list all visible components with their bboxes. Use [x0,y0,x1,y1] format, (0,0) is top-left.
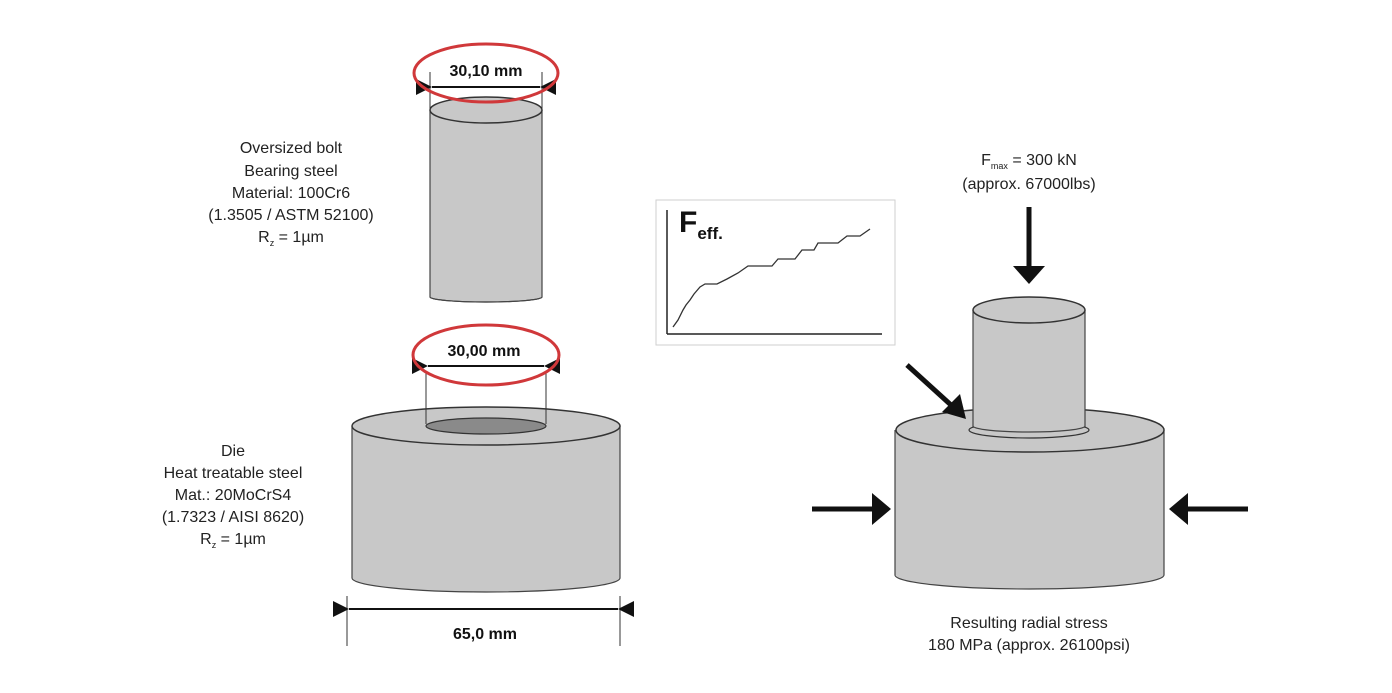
assembly-base [894,407,1165,590]
svg-text:Die: Die [221,443,245,460]
die-cylinder [351,406,621,593]
force-chart-label: Feff. [679,206,723,243]
svg-text:Bearing steel: Bearing steel [244,163,337,180]
die-outer-dimension: 65,0 mm [333,596,634,646]
force-arrows [812,207,1248,525]
bolt-description: Oversized bolt Bearing steel Material: 1… [208,140,373,248]
svg-text:Heat treatable steel: Heat treatable steel [164,465,303,482]
force-curve [672,228,871,328]
assembly-bolt [972,296,1086,433]
bolt-dimension: 30,10 mm [412,42,560,110]
die-bore-dimension-label: 30,00 mm [448,343,521,360]
svg-text:(1.3505 / ASTM 52100): (1.3505 / ASTM 52100) [208,207,373,224]
svg-text:Oversized bolt: Oversized bolt [240,140,343,157]
max-force-label: Fmax = 300 kN (approx. 67000lbs) [962,152,1095,193]
bolt-dimension-label: 30,10 mm [450,63,523,80]
die-bore [425,417,547,435]
diagonal-force-arrow [905,363,953,407]
svg-text:Fmax = 300 kN: Fmax = 300 kN [981,152,1077,171]
svg-text:180 MPa (approx. 26100psi): 180 MPa (approx. 26100psi) [928,637,1130,654]
svg-text:Resulting radial stress: Resulting radial stress [950,615,1107,632]
bolt-cylinder [429,96,543,303]
bolt-roughness: Rz = 1µm [258,229,324,248]
svg-text:(approx. 67000lbs): (approx. 67000lbs) [962,176,1095,193]
die-roughness: Rz = 1µm [200,531,266,550]
die-bore-highlight [411,323,561,387]
svg-text:Material: 100Cr6: Material: 100Cr6 [232,185,350,202]
svg-text:(1.7323 / AISI 8620): (1.7323 / AISI 8620) [162,509,304,526]
die-outer-dimension-label: 65,0 mm [453,626,517,643]
die-description: Die Heat treatable steel Mat.: 20MoCrS4 … [162,443,304,550]
svg-text:Mat.: 20MoCrS4: Mat.: 20MoCrS4 [175,487,292,504]
force-chart: Feff. [655,199,896,346]
bolt-dimension-highlight [412,42,560,104]
radial-stress-label: Resulting radial stress 180 MPa (approx.… [928,615,1130,654]
die-bore-dimension: 30,00 mm [411,323,561,424]
